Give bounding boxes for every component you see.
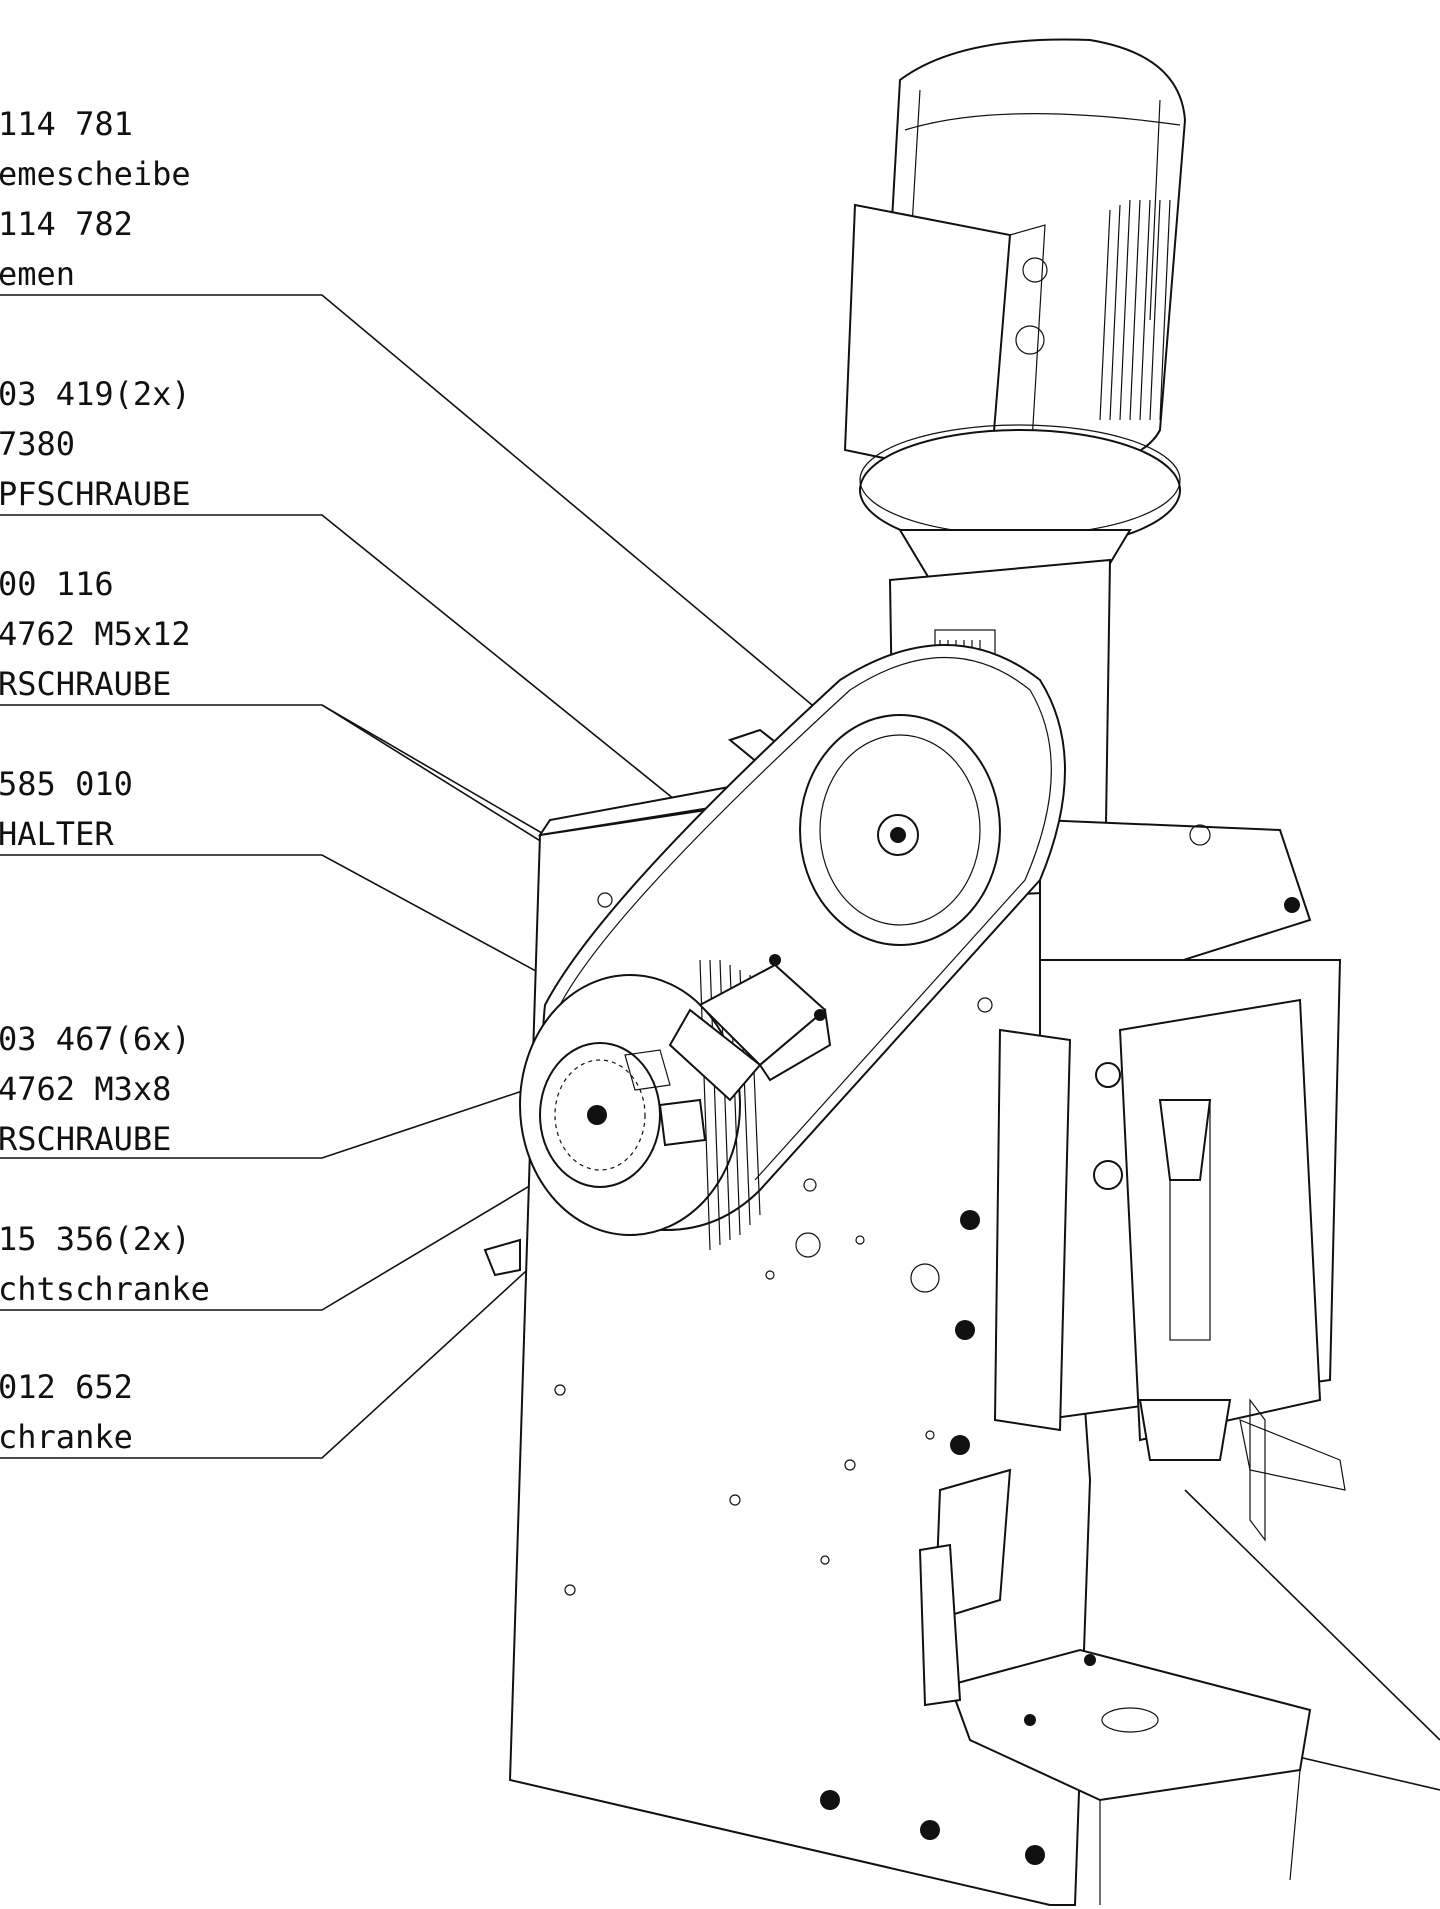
leader-1 [0, 294, 831, 721]
leader-right-1 [1184, 1489, 1440, 1741]
callout-2-line-2: 7380 [0, 425, 75, 463]
callout-group-2: 03 419(2x) 7380 PFSCHRAUBE [0, 375, 191, 513]
callout-group-7: 012 652 chranke [0, 1368, 133, 1456]
callout-1-line-4: emen [0, 255, 75, 293]
sensor-holder [668, 954, 832, 1102]
callout-7-line-1: 012 652 [0, 1368, 133, 1406]
belt-pulley-large [799, 714, 1001, 946]
callout-7-line-2: chranke [0, 1418, 133, 1456]
callout-6-line-1: 15 356(2x) [0, 1220, 191, 1258]
callout-2-line-1: 03 419(2x) [0, 375, 191, 413]
callout-4-line-2: HALTER [0, 815, 114, 853]
callout-3-line-3: RSCHRAUBE [0, 665, 171, 703]
callout-2-line-3: PFSCHRAUBE [0, 475, 191, 513]
light-barrier [624, 1049, 707, 1147]
callout-group-4: 585 010 HALTER [0, 765, 133, 853]
base-plate [918, 1468, 1312, 1905]
callout-3-line-1: 00 116 [0, 565, 114, 603]
press-ram [993, 959, 1346, 1542]
callout-group-6: 15 356(2x) chtschranke [0, 1220, 210, 1308]
callout-5-line-3: RSCHRAUBE [0, 1120, 171, 1158]
callout-6-line-2: chtschranke [0, 1270, 210, 1308]
leader-lines [0, 294, 1440, 1791]
callout-5-line-1: 03 467(6x) [0, 1020, 191, 1058]
callout-1-line-3: 114 782 [0, 205, 133, 243]
callout-group-3: 00 116 4762 M5x12 RSCHRAUBE [0, 565, 191, 703]
callout-group-1: 114 781 emescheibe 114 782 emen [0, 105, 191, 293]
callout-1-line-1: 114 781 [0, 105, 133, 143]
callout-1-line-2: emescheibe [0, 155, 191, 193]
callout-3-line-2: 4762 M5x12 [0, 615, 191, 653]
leader-2 [0, 514, 701, 821]
callout-5-line-2: 4762 M3x8 [0, 1070, 171, 1108]
callout-4-line-1: 585 010 [0, 765, 133, 803]
motor [843, 38, 1187, 581]
callout-group-5: 03 467(6x) 4762 M3x8 RSCHRAUBE [0, 1020, 191, 1158]
